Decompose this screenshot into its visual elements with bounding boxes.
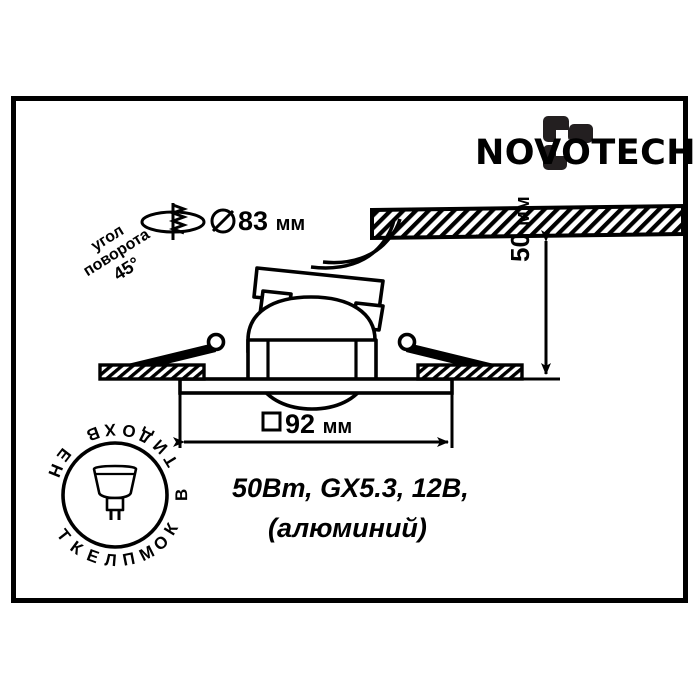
lamp-spec-line-1: 50Вт, GX5.3, 12В, [232,473,469,503]
gx53-reflector-lamp-icon [92,464,138,520]
supply-wire [310,218,402,270]
trim-flange [178,377,454,395]
recess-depth-unit: мм [512,196,534,226]
trim-width-value: 92 [285,409,316,439]
brand-wordmark: NOVOTECH [475,133,697,173]
cutout-diameter-label: 83 мм [238,206,305,237]
trim-width-unit: мм [322,416,353,438]
lamp-spec-line-2: (алюминий) [268,513,427,543]
recess-depth-label: 50 мм [505,196,536,262]
novotech-pinwheel-logo-icon [543,116,593,170]
cutout-diameter-unit: мм [275,213,306,235]
not-included-badge [61,441,169,549]
cutout-diameter-value: 83 [238,206,269,236]
trim-width-label: 92 мм [285,409,352,440]
ceiling-panel [370,203,685,241]
mounting-spring-left [98,332,226,381]
recess-depth-value: 50 [505,233,535,262]
drill-hole-icon [140,203,206,240]
trim-width-dimension [173,393,454,448]
diameter-symbol [210,208,236,234]
recess-depth-dimension [476,230,560,381]
square-symbol [261,411,282,432]
mounting-spring-right [397,332,524,381]
